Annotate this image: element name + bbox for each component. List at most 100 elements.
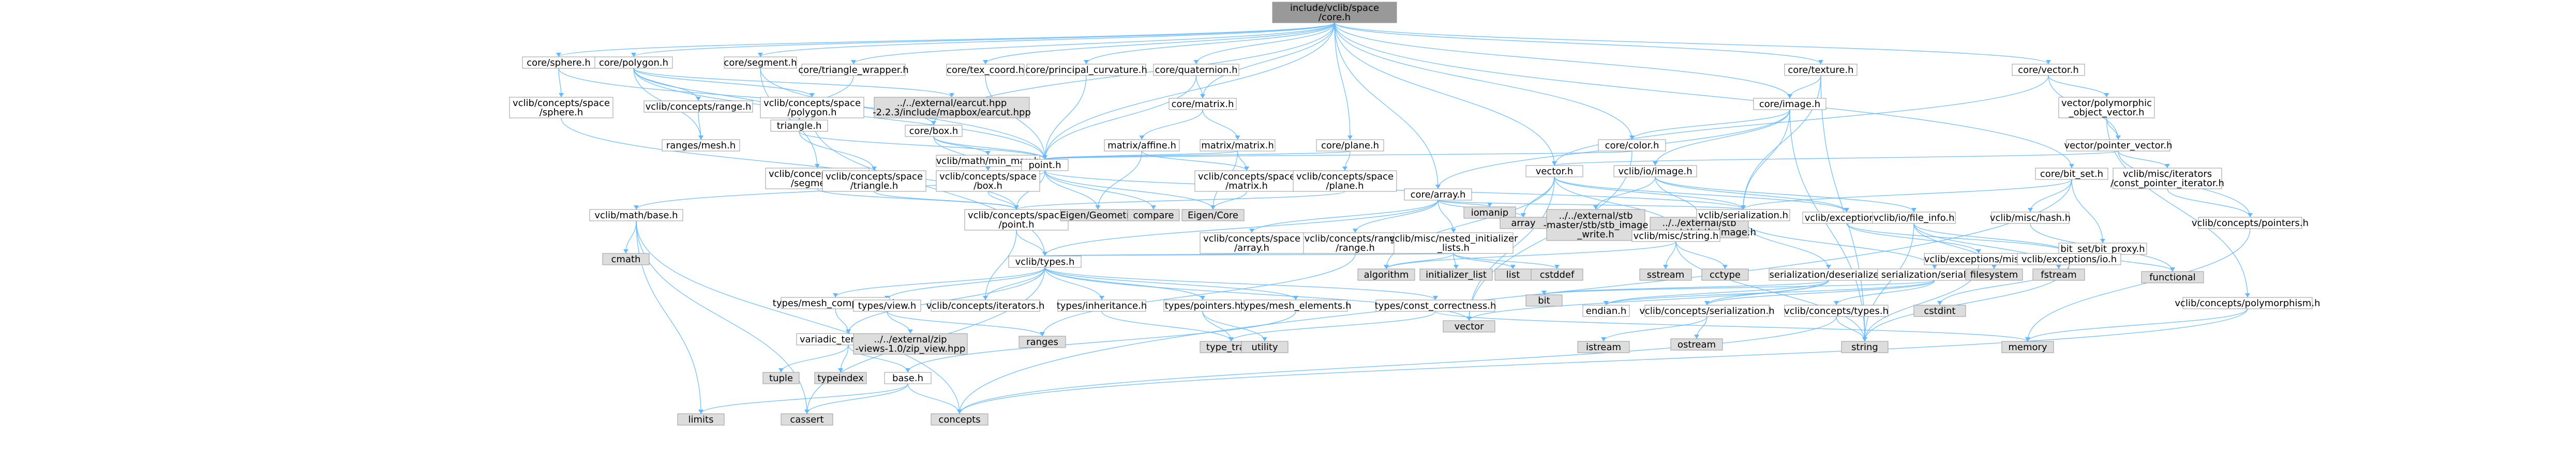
node-concepts-iterators[interactable]: vclib/concepts/iterators.h — [926, 299, 1045, 312]
node-box — [2113, 168, 2222, 189]
node-box — [1613, 165, 1697, 177]
node-core-bit-set[interactable]: core/bit_set.h — [2035, 168, 2108, 180]
node-types-inheritance[interactable]: types/inheritance.h — [1057, 299, 1147, 312]
edge-arrowhead — [758, 53, 763, 57]
node-ser-serialize[interactable]: serialization/serialize.h — [1877, 268, 1992, 281]
node-core-sphere[interactable]: core/sphere.h — [522, 56, 595, 69]
node-io-file-info[interactable]: vclib/io/file_info.h — [1872, 212, 1956, 224]
node-pointer-vector[interactable]: vector/pointer_vector.h — [2064, 139, 2173, 152]
node-label: core/principal_curvature.h — [1025, 65, 1147, 76]
node-core-segment[interactable]: core/segment.h — [724, 56, 797, 69]
node-misc-hash[interactable]: vclib/misc/hash.h — [1990, 212, 2071, 224]
edge-arrowhead — [1249, 229, 1254, 233]
node-box — [2017, 253, 2121, 265]
node-label: vclib/misc/iterators — [2123, 169, 2212, 179]
node-exceptions-misc[interactable]: vclib/exceptions/misc.h — [1924, 253, 2033, 265]
node-endian[interactable]: endian.h — [1582, 305, 1630, 317]
node-concepts-pointers[interactable]: vclib/concepts/pointers.h — [2192, 217, 2309, 229]
edge-arrowhead — [623, 249, 628, 253]
edge-arrowhead — [1451, 229, 1456, 233]
node-label: types/const_correctness.h — [1375, 300, 1496, 311]
node-types-view[interactable]: types/view.h — [853, 299, 921, 312]
node-core-vector[interactable]: core/vector.h — [2012, 64, 2085, 76]
node-label: vector — [1454, 321, 1484, 332]
node-label: ../../external/zip — [874, 334, 947, 345]
node-core-texture[interactable]: core/texture.h — [1784, 64, 1858, 76]
node-core-triangle-wrapper[interactable]: core/triangle_wrapper.h — [798, 64, 909, 76]
dependency-edge — [2118, 151, 2168, 169]
node-box — [1598, 139, 1666, 152]
node-math-base[interactable]: vclib/math/base.h — [589, 209, 683, 221]
node-base-h[interactable]: base.h — [884, 372, 932, 384]
node-box — [770, 119, 828, 132]
node-io-image[interactable]: vclib/io/image.h — [1613, 165, 1697, 177]
edge-arrowhead — [949, 93, 954, 97]
node-concepts-types[interactable]: vclib/concepts/types.h — [1784, 305, 1889, 317]
node-concepts-ranges-range[interactable]: vclib/concepts/ranges/range.h — [1303, 232, 1407, 254]
node-box — [677, 413, 725, 426]
node-concepts-space-point[interactable]: vclib/concepts/space/point.h — [964, 209, 1069, 231]
node-core-plane[interactable]: core/plane.h — [1316, 139, 1384, 152]
node-vector-h[interactable]: vector.h — [1525, 165, 1583, 177]
node-label: -views-1.0/zip_view.hpp — [856, 343, 966, 354]
node-core-color[interactable]: core/color.h — [1598, 139, 1666, 152]
node-misc-const-pointer-iterator[interactable]: vclib/misc/iterators/const_pointer_itera… — [2110, 168, 2224, 189]
node-core-box[interactable]: core/box.h — [905, 125, 963, 137]
node-vclib-types[interactable]: vclib/types.h — [1008, 255, 1082, 268]
dependency-edge — [700, 383, 908, 414]
node-label: vclib/io/file_info.h — [1873, 213, 1954, 223]
node-nested-initializer-lists[interactable]: vclib/misc/nested_initializer_lists.h — [1389, 232, 1518, 254]
node-core-array[interactable]: core/array.h — [1404, 188, 1472, 201]
node-ranges-mesh[interactable]: ranges/mesh.h — [662, 139, 740, 152]
node-box — [1696, 209, 1790, 221]
node-triangle[interactable]: triangle.h — [770, 119, 828, 132]
node-ser-deserialize[interactable]: serialization/deserialize.h — [1769, 268, 1889, 281]
node-label: vclib/concepts/serialization.h — [1639, 306, 1774, 317]
node-concepts-polymorphism[interactable]: vclib/concepts/polymorphism.h — [2175, 297, 2320, 309]
edge-arrowhead — [804, 410, 810, 414]
node-label: vclib/io/image.h — [1618, 166, 1692, 177]
node-types-pointers[interactable]: types/pointers.h — [1163, 299, 1242, 312]
edge-arrowhead — [1826, 265, 1831, 269]
edge-arrowhead — [1042, 252, 1047, 256]
node-core-tex-coord[interactable]: core/tex_coord.h — [946, 64, 1025, 76]
node-concepts-space-array[interactable]: vclib/concepts/space/array.h — [1200, 232, 1304, 254]
dependency-edge — [1231, 311, 1436, 342]
node-box — [822, 170, 926, 192]
edge-arrowhead — [983, 60, 988, 64]
node-exceptions-io[interactable]: vclib/exceptions/io.h — [2017, 253, 2121, 265]
node-label: core/image.h — [1759, 99, 1820, 110]
node-concepts-range[interactable]: vclib/concepts/range.h — [643, 100, 753, 113]
node-core-matrix[interactable]: core/matrix.h — [1169, 98, 1237, 110]
node-concepts-serialization[interactable]: vclib/concepts/serialization.h — [1639, 305, 1775, 317]
dependency-edge — [887, 311, 1043, 337]
node-bit-proxy[interactable]: bit_set/bit_proxy.h — [2058, 243, 2147, 255]
node-point[interactable]: point.h — [1021, 159, 1069, 171]
edge-arrowhead — [983, 296, 988, 300]
node-core-quaternion[interactable]: core/quaternion.h — [1153, 64, 1239, 76]
node-types-mesh-elements[interactable]: types/mesh_elements.h — [1240, 299, 1352, 312]
node-vclib-exceptions[interactable]: vclib/exceptions.h — [1802, 212, 1891, 224]
node-core-image[interactable]: core/image.h — [1753, 98, 1826, 110]
dependency-edge — [1846, 223, 2070, 254]
node-types-const-correctness[interactable]: types/const_correctness.h — [1375, 299, 1496, 312]
node-root[interactable]: include/vclib/space/core.h — [1272, 2, 1397, 23]
node-concepts-space-plane[interactable]: vclib/concepts/space/plane.h — [1293, 170, 1397, 192]
node-label: _lists.h — [1437, 243, 1470, 253]
node-matrix-affine[interactable]: matrix/affine.h — [1104, 139, 1180, 152]
node-label: tuple — [769, 373, 793, 384]
node-matrix-matrix[interactable]: matrix/matrix.h — [1200, 139, 1276, 152]
node-concepts-space-triangle[interactable]: vclib/concepts/space/triangle.h — [822, 170, 926, 192]
edge-arrowhead — [2165, 164, 2170, 168]
node-core-principal-curvature[interactable]: core/principal_curvature.h — [1025, 64, 1147, 76]
node-concepts-space-matrix[interactable]: vclib/concepts/space/matrix.h — [1194, 170, 1299, 192]
node-misc-string[interactable]: vclib/misc/string.h — [1631, 230, 1720, 242]
node-concepts-space-sphere[interactable]: vclib/concepts/space/sphere.h — [509, 97, 613, 118]
edge-arrowhead — [2245, 293, 2250, 297]
node-polymorphic-vector[interactable]: vector/polymorphic_object_vector.h — [2058, 97, 2155, 118]
node-vclib-serialization[interactable]: vclib/serialization.h — [1696, 209, 1790, 221]
node-box — [931, 413, 989, 426]
node-concepts-space-polygon[interactable]: vclib/concepts/space/polygon.h — [760, 97, 864, 118]
node-core-polygon[interactable]: core/polygon.h — [594, 56, 673, 69]
node-concepts-space-box[interactable]: vclib/concepts/space/box.h — [936, 170, 1040, 192]
